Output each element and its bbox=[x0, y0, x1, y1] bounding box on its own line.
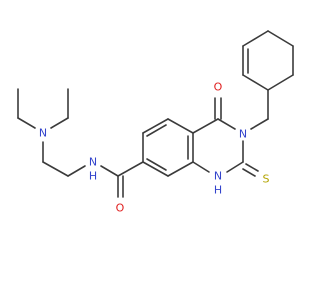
atom-n-amide-hydrogen: H bbox=[89, 170, 97, 183]
bond bbox=[117, 161, 144, 177]
bond bbox=[142, 118, 169, 134]
bond bbox=[192, 118, 219, 134]
bond bbox=[67, 165, 86, 177]
bond bbox=[217, 118, 236, 130]
bond bbox=[142, 161, 169, 177]
atom-n-amine: N bbox=[39, 127, 47, 140]
atom-o-carbonyl: O bbox=[214, 81, 223, 94]
molecule-structure: O N N H S O N H N bbox=[17, 30, 294, 215]
atom-label-layer: O N N H S O N H N bbox=[39, 81, 270, 215]
bond bbox=[146, 158, 167, 171]
bond bbox=[250, 118, 269, 130]
bond bbox=[167, 118, 194, 134]
bond bbox=[226, 161, 244, 173]
atom-n-amide: N bbox=[89, 156, 97, 169]
bond bbox=[267, 30, 294, 47]
bond bbox=[242, 168, 256, 177]
bond bbox=[267, 74, 294, 91]
atom-n1-hydrogen: H bbox=[214, 184, 222, 197]
bond bbox=[42, 161, 69, 177]
atom-n3: N bbox=[239, 128, 247, 141]
bond bbox=[50, 117, 69, 129]
bond bbox=[100, 165, 119, 177]
bond bbox=[192, 161, 210, 173]
atom-s-thione: S bbox=[263, 173, 270, 186]
bond bbox=[167, 161, 194, 177]
bond bbox=[245, 163, 259, 172]
bond-layer bbox=[17, 30, 294, 198]
atom-n1: N bbox=[214, 170, 222, 183]
bond bbox=[242, 30, 269, 47]
bond bbox=[146, 124, 167, 137]
bond bbox=[242, 74, 269, 91]
atom-o-amide: O bbox=[116, 202, 125, 215]
bond bbox=[17, 117, 36, 129]
